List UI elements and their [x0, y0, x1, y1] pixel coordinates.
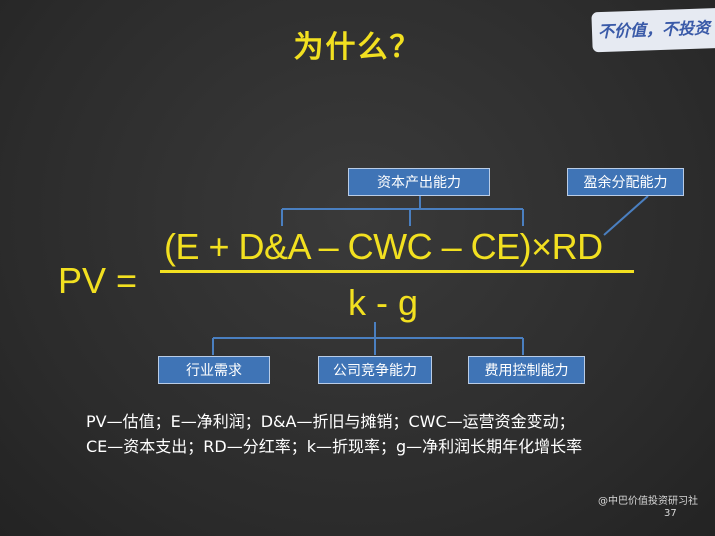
slide-title: 为什么？ — [293, 30, 422, 65]
definition-line-1: PV—估值；E—净利润；D&A—折旧与摊销；CWC—运营资金变动； — [86, 412, 575, 431]
footer-source: @中巴价值投资研习社 — [598, 496, 698, 507]
box-industry-demand: 行业需求 — [158, 356, 270, 384]
box-dividend-capacity: 盈余分配能力 — [567, 168, 684, 196]
box-cost-control: 费用控制能力 — [468, 356, 585, 384]
box-capital-output: 资本产出能力 — [348, 168, 490, 196]
formula-denominator: k - g — [348, 282, 419, 323]
formula-lhs: PV = — [58, 260, 138, 301]
definition-line-2: CE—资本支出；RD—分红率；k—折现率；g—净利润长期年化增长率 — [86, 437, 583, 456]
formula-numerator: (E + D&A – CWC – CE)×RD — [164, 226, 603, 267]
box-competitiveness: 公司竞争能力 — [318, 356, 432, 384]
page-number: 37 — [664, 508, 677, 519]
connector-diagonal — [603, 195, 649, 236]
fraction-line — [160, 270, 634, 273]
definitions: PV—估值；E—净利润；D&A—折旧与摊销；CWC—运营资金变动； CE—资本支… — [86, 409, 582, 459]
